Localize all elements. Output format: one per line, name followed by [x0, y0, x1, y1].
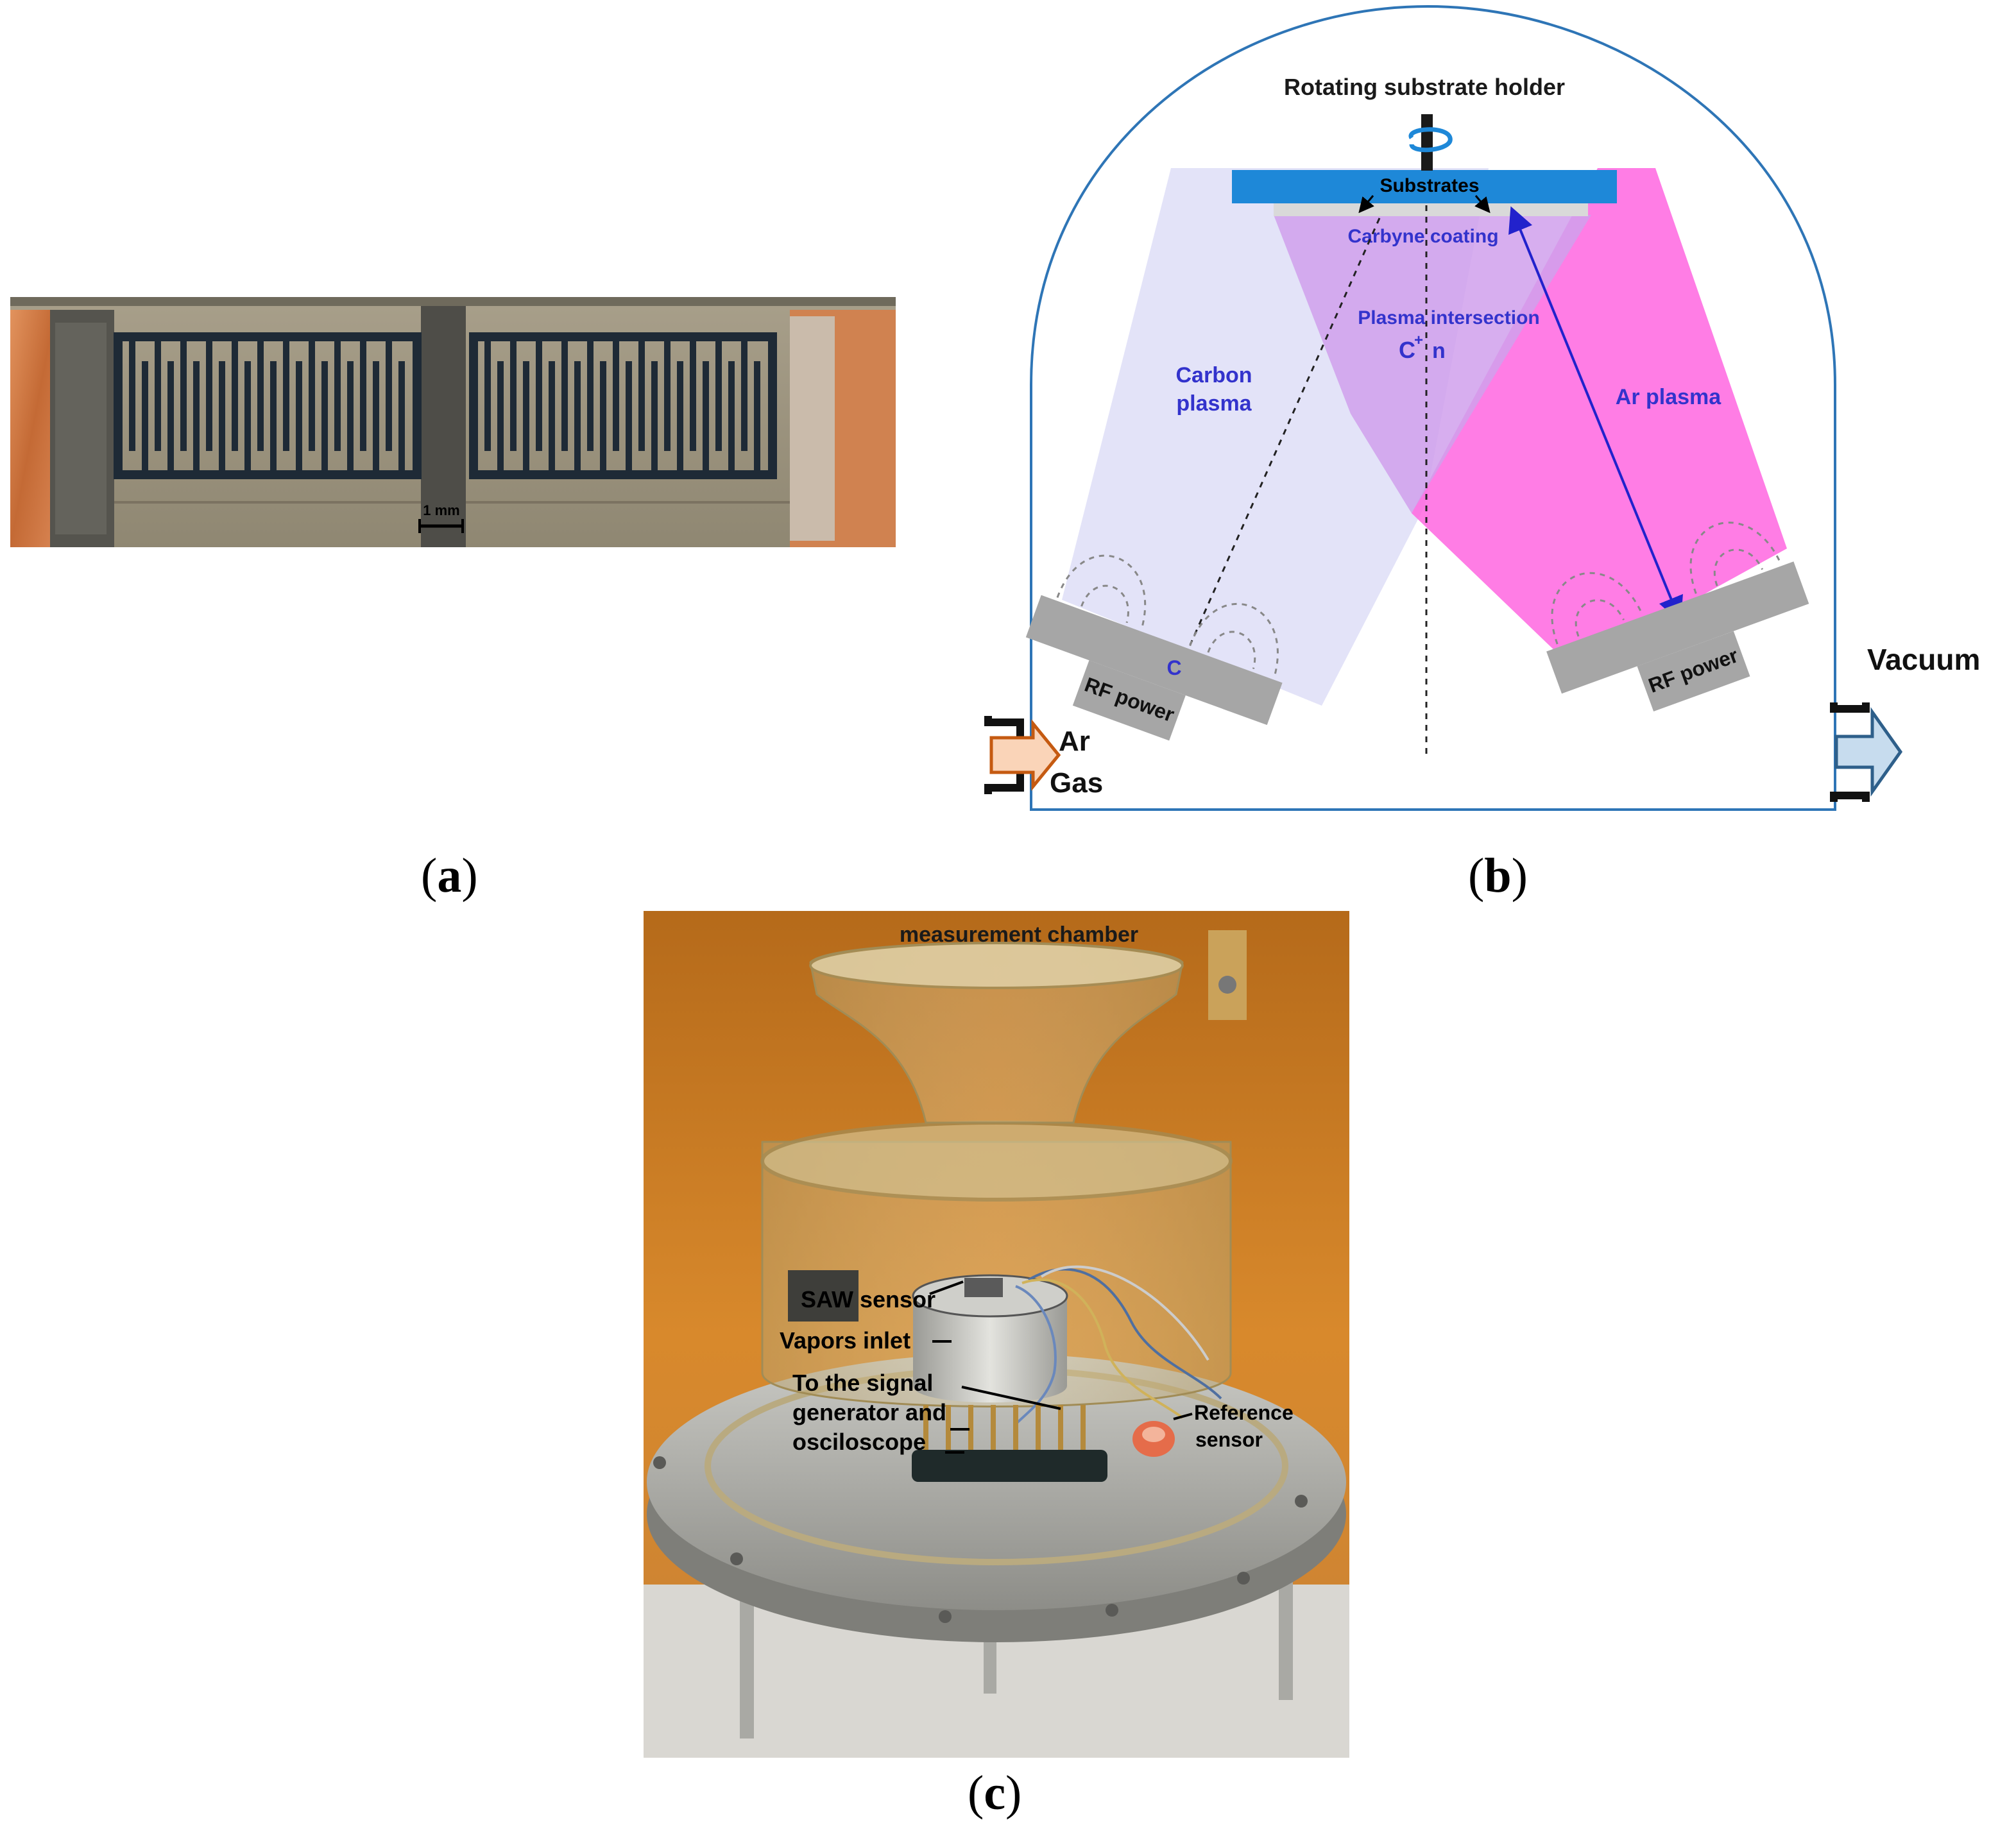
c-plus-n-symbol: n: [1432, 339, 1446, 363]
panel-a-saw-device-photo: 1 mm: [10, 297, 896, 547]
c-plus-n-label: C + n: [1399, 332, 1446, 363]
reference-sensor-label-line2: sensor: [1195, 1428, 1263, 1451]
reference-leader: [1173, 1413, 1193, 1420]
carbyne-coating-layer: [1274, 203, 1588, 216]
label-paren-close: ): [1511, 849, 1528, 903]
vacuum-arrow: [1834, 707, 1903, 797]
connector-pins: [923, 1405, 1086, 1450]
label-paren-close: ): [461, 849, 478, 903]
ar-gas-label-line2: Gas: [1050, 767, 1103, 799]
right-idt-electrodes: [469, 332, 777, 479]
signal-label-line2: generator and: [792, 1399, 946, 1425]
measurement-chamber-image: measurement chamber SAW sensor Vapors in…: [644, 911, 1349, 1758]
signal-leader: [961, 1386, 1061, 1410]
saw-sensor-chip: [964, 1278, 1003, 1297]
ar-gas-label-line1: Ar: [1059, 726, 1090, 757]
rotation-icon: [1408, 127, 1453, 153]
substrate-bar: [1232, 170, 1617, 203]
right-contact-foil: [790, 316, 835, 541]
ar-plasma-label: Ar plasma: [1616, 385, 1721, 409]
label-letter-c: c: [984, 1766, 1006, 1820]
plasma-intersection-label: Plasma intersection: [1358, 307, 1539, 328]
rotating-holder-label: Rotating substrate holder: [1284, 74, 1565, 100]
carbon-plasma-label-line1: Carbon: [1176, 363, 1252, 387]
deposition-chamber-svg: Substrates Rotating substrate holder Car…: [984, 4, 1980, 811]
bell-rim: [760, 1121, 1233, 1202]
leg-right: [1279, 1565, 1293, 1700]
connector-block: [912, 1450, 1107, 1482]
label-paren-open: (: [968, 1766, 984, 1820]
panel-a-label: (a): [421, 848, 478, 904]
scale-bar: 1 mm: [418, 502, 464, 533]
carbyne-coating-label: Carbyne coating: [1347, 226, 1498, 247]
panel-b-label: (b): [1468, 848, 1528, 904]
label-letter-b: b: [1484, 849, 1512, 903]
carbon-plasma-label-line2: plasma: [1176, 391, 1252, 416]
flange-bolt-holes: [653, 1456, 1308, 1623]
substrate-arrow-right: [1474, 195, 1491, 214]
panel-b-deposition-diagram: Substrates Rotating substrate holder Car…: [962, 0, 2016, 834]
rotation-shaft: [1421, 114, 1433, 171]
scale-bar-label: 1 mm: [423, 502, 459, 518]
center-absorber-strip: [421, 306, 466, 547]
saw-sensor-label: SAW sensor: [801, 1286, 935, 1313]
wall-bracket: [1208, 930, 1247, 1020]
measurement-chamber-label: measurement chamber: [900, 922, 1138, 947]
target-distance-arrow: [1508, 206, 1683, 623]
vacuum-label: Vacuum: [1867, 643, 1980, 676]
saw-device-image: 1 mm: [10, 297, 896, 547]
substrates-label: Substrates: [1380, 175, 1479, 196]
chamber-outline: [1030, 4, 1836, 811]
label-paren-open: (: [421, 849, 438, 903]
panel-c-label: (c): [968, 1765, 1021, 1821]
left-magnetron: RF power: [1025, 554, 1283, 741]
carbon-beam-line: [1189, 217, 1381, 645]
glass-bell-jar: [761, 1141, 1232, 1407]
substrate-arrow-left: [1358, 195, 1374, 214]
c-plus-symbol: C: [1399, 337, 1415, 363]
label-letter-a: a: [437, 849, 462, 903]
sensor-cylinder: [913, 1296, 1067, 1403]
vacuum-outlet: [1830, 702, 1903, 802]
signal-label-line3: osciloscope: [792, 1429, 926, 1455]
dark-panel: [788, 1270, 859, 1322]
label-paren-open: (: [1468, 849, 1485, 903]
target-c-label: C: [1166, 656, 1181, 679]
signal-label-line1: To the signal: [792, 1370, 933, 1396]
saw-sensor-leader: [929, 1280, 964, 1295]
c-plus-superscript: +: [1414, 332, 1423, 349]
reference-sensor-label-line1: Reference: [1194, 1401, 1294, 1424]
sensor-wires: [1014, 1265, 1222, 1425]
left-idt-electrodes: [114, 332, 422, 479]
leg-left: [740, 1585, 754, 1738]
label-paren-close: ): [1005, 1766, 1022, 1820]
panel-c-measurement-chamber-photo: measurement chamber SAW sensor Vapors in…: [644, 911, 1349, 1758]
vapors-inlet-label: Vapors inlet: [780, 1327, 910, 1354]
ar-gas-inlet: [984, 716, 1061, 794]
ar-gas-arrow: [989, 718, 1061, 792]
left-copper-contact: [10, 310, 55, 547]
